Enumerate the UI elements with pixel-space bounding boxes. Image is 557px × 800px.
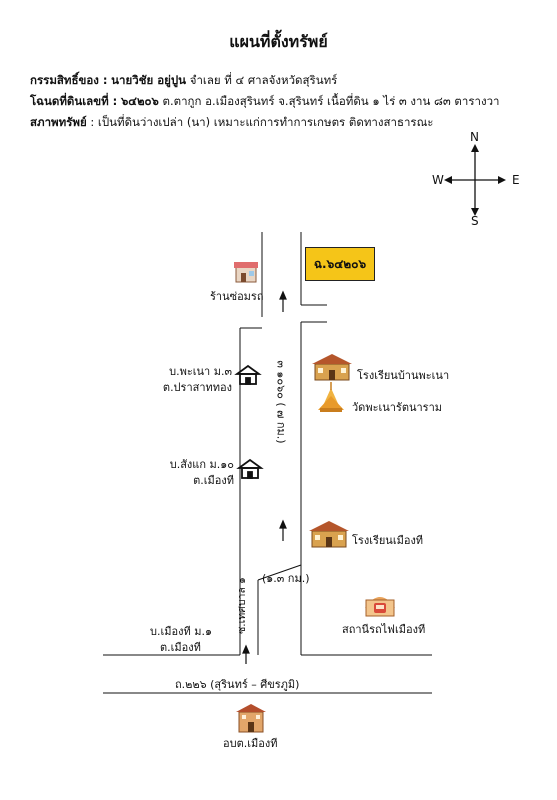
tambon-label: ต.เมืองที [160, 641, 201, 654]
shop-label: ร้านซ่อมรถ [210, 290, 264, 303]
owner-name: นายวิชัย อยู่ปูน [111, 73, 187, 87]
page-title: แผนที่ตั้งทรัพย์ [229, 32, 328, 51]
train-station-icon [365, 597, 395, 617]
road-distance-label: (๑.๓ กม.) [262, 572, 310, 585]
village-label: บ.พะเนา ม.๓ [169, 365, 232, 378]
compass: N S W E [430, 130, 530, 230]
compass-arrows-icon [444, 144, 506, 216]
compass-east: E [512, 173, 520, 187]
condition-line: สภาพทรัพย์ : เป็นที่ดินว่างเปล่า (นา) เห… [30, 114, 433, 132]
deed-detail: ต.ตากูก อ.เมืองสุรินทร์ จ.สุรินทร์ เนื้อ… [162, 94, 500, 108]
tambon-label: ต.เมืองที [193, 474, 234, 487]
temple-label: วัดพะเนารัตนาราม [352, 401, 443, 414]
compass-north: N [470, 130, 479, 144]
office-label: อบต.เมืองที [223, 737, 278, 750]
owner-line: กรรมสิทธิ์ของ : นายวิชัย อยู่ปูน จำเลย ท… [30, 72, 337, 90]
school-icon [309, 521, 349, 548]
office-building-icon [236, 704, 266, 733]
shop-icon [234, 262, 258, 283]
owner-label: กรรมสิทธิ์ของ : [30, 73, 108, 87]
condition-label: สภาพทรัพย์ [30, 115, 87, 129]
arrow-up-icon [242, 644, 250, 664]
deed-number: ๖๔๒๐๖ [120, 94, 159, 108]
side-road-label: ซ.เทศบาล ๑ [235, 577, 248, 634]
tambon-label: ต.ปราสาททอง [162, 381, 232, 394]
owner-detail: จำเลย ที่ ๔ ศาลจังหวัดสุรินทร์ [189, 73, 338, 87]
deed-label: โฉนดที่ดินเลขที่ : [30, 94, 118, 108]
compass-south: S [471, 214, 479, 228]
vertical-road-label: ๓ ๑๐๖๐ ( ๗ กม.) [274, 360, 288, 444]
deed-line: โฉนดที่ดินเลขที่ : ๖๔๒๐๖ ต.ตากูก อ.เมือง… [30, 93, 499, 111]
house-icon [234, 364, 262, 385]
road-edge [257, 564, 302, 581]
temple-icon [318, 382, 344, 412]
village-label: บ.สังแก ม.๑๐ [169, 458, 234, 471]
village-label: บ.เมืองที ม.๑ [150, 625, 212, 638]
arrow-up-icon [279, 519, 287, 541]
school-label: โรงเรียนเมืองที [352, 534, 424, 547]
school-label: โรงเรียนบ้านพะเนา [357, 369, 450, 382]
land-plot-marker: ฉ.๖๔๒๐๖ [305, 247, 375, 281]
condition-detail: : เป็นที่ดินว่างเปล่า (นา) เหมาะแก่การทำ… [90, 115, 434, 129]
main-road-label: ถ.๒๒๖ (สุรินทร์ – ศีขรภูมิ) [175, 678, 300, 691]
house-icon [236, 458, 264, 479]
station-label: สถานีรถไฟเมืองที [342, 623, 426, 636]
arrow-up-icon [279, 290, 287, 312]
compass-west: W [432, 173, 444, 187]
school-icon [312, 354, 352, 381]
